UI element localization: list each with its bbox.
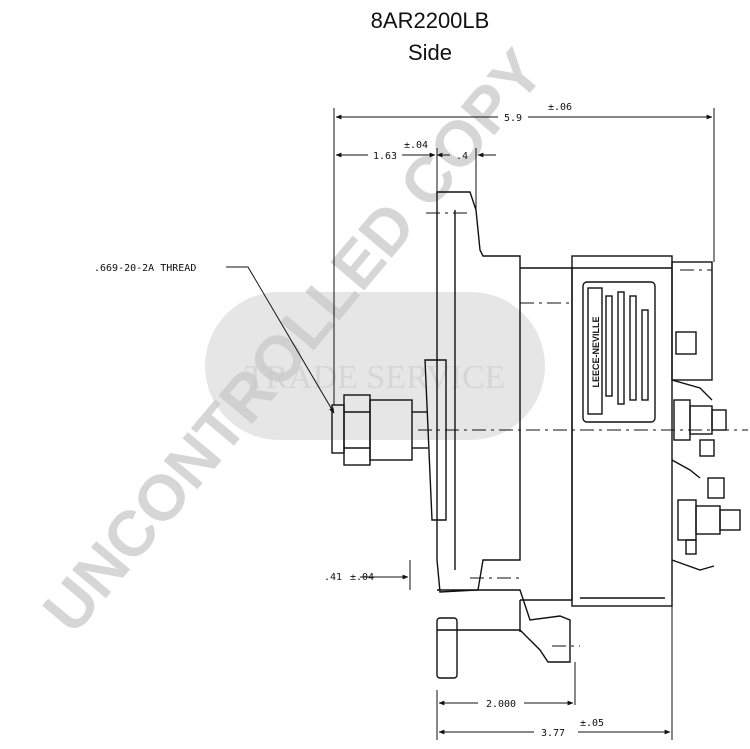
mounting-foot	[436, 617, 458, 679]
terminal-upper	[673, 399, 691, 441]
front-gap-value: .4	[456, 151, 468, 162]
watermark: TRADE SERVICE UNCONTROLLED COPY	[29, 36, 557, 646]
part-number-title: 8AR2200LB	[370, 8, 490, 33]
mounting-ear	[437, 589, 571, 663]
lower-offset-tolerance: ±.04	[350, 572, 374, 583]
thread-leader	[226, 266, 335, 414]
overall-width-value: 5.9	[504, 113, 522, 124]
base-width-value: 3.77	[541, 728, 565, 739]
front-housing-outline	[436, 191, 521, 593]
nameplate-brand-strip	[587, 287, 603, 415]
mount-width-value: 2.000	[486, 699, 516, 710]
view-label: Side	[407, 40, 453, 65]
base-width-tolerance: ±.05	[580, 718, 604, 729]
shaft-collar	[369, 399, 413, 461]
terminal-lower	[677, 499, 697, 541]
watermark-band-text: TRADE SERVICE	[245, 359, 506, 396]
front-offset-tolerance: ±.04	[404, 140, 428, 151]
drawing-lines	[331, 191, 741, 679]
overall-width-tolerance: ±.06	[548, 102, 572, 113]
shaft-boss	[424, 359, 447, 521]
thread-spec: .669-20-2A THREAD	[94, 263, 196, 274]
front-offset-value: 1.63	[373, 151, 397, 162]
watermark-band	[205, 292, 545, 440]
nameplate-frame	[582, 281, 656, 423]
lower-offset-value: .41	[324, 572, 342, 583]
rear-housing	[571, 255, 673, 607]
center-lines	[418, 212, 748, 647]
nameplate-brand: LEECE-NEVILLE	[591, 316, 601, 387]
rear-cap	[671, 261, 713, 381]
stator-body	[520, 267, 573, 601]
